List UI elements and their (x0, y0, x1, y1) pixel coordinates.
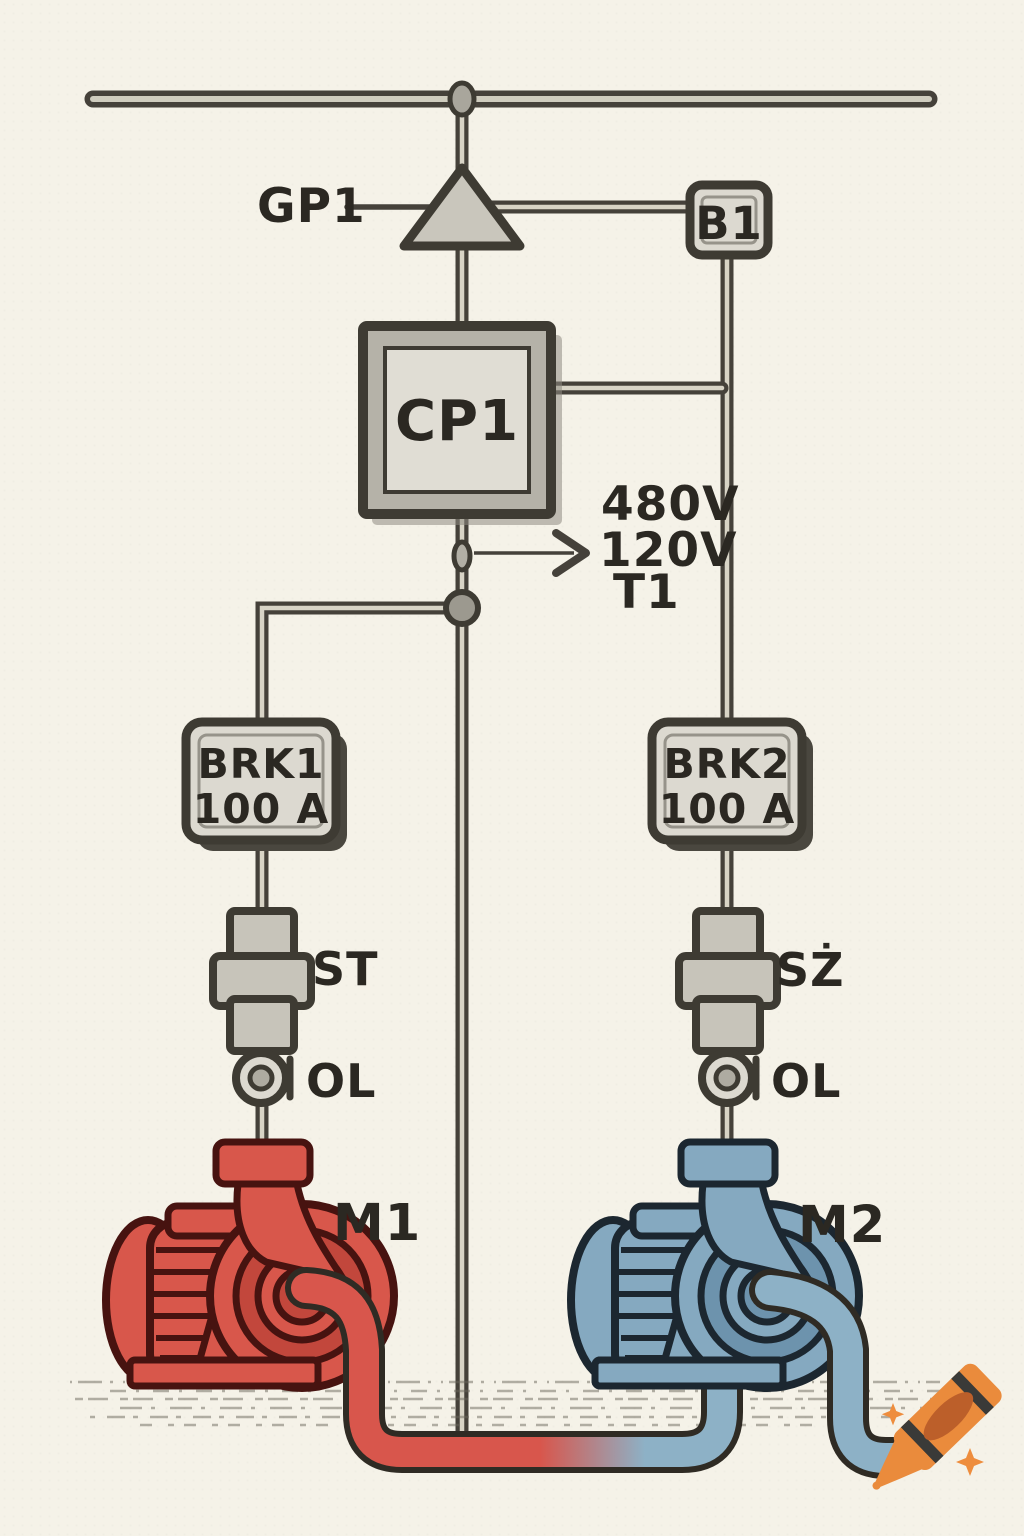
brk1-name-label: BRK1 (197, 740, 324, 788)
xfmr-primary-label: 480V (601, 477, 739, 532)
starter1-label: ST (312, 942, 379, 996)
discharge-pipe-m2 (749, 1269, 914, 1479)
sparkle-icon (956, 1448, 984, 1476)
ol1-label: OL (306, 1054, 376, 1108)
xfmr-name-label: T1 (613, 565, 680, 620)
text-labels: GP1 B1 CP1 480V 120V T1 BRK1 100 A BRK2 … (193, 179, 886, 1255)
overload2-symbol (698, 1049, 760, 1107)
discharge-pipe-m1-to-m2 (285, 1267, 743, 1473)
branch-to-brk1-wire (255, 601, 469, 735)
starter1-symbol (209, 907, 315, 1055)
xfmr-secondary-label: 120V (599, 523, 737, 578)
tap-node-icon (451, 539, 473, 573)
starter2-label: SŻ (776, 943, 844, 997)
crayon-icon (872, 1363, 1002, 1490)
overload1-symbol (232, 1049, 294, 1107)
ground-hatching (70, 1380, 990, 1427)
inlet-flange (677, 1138, 779, 1188)
pump-m2-icon (567, 1138, 863, 1392)
brk2-rating-label: 100 A (659, 785, 796, 833)
gp1-label: GP1 (257, 179, 366, 234)
brk1-rating-label: 100 A (193, 785, 330, 833)
cp1-label: CP1 (395, 389, 519, 454)
b1-box (685, 180, 773, 260)
m2-label: M2 (798, 1196, 886, 1255)
inlet-flange (212, 1138, 314, 1188)
cp1-box (358, 321, 562, 525)
m1-label: M1 (333, 1194, 421, 1253)
arrow-right-icon (474, 529, 590, 577)
starter2-symbol (675, 907, 781, 1055)
ground-triangle-icon (399, 163, 525, 251)
brk1-box (181, 717, 347, 851)
base-plate (126, 1356, 322, 1390)
crayon-watermark (872, 1363, 1002, 1490)
b1-label: B1 (695, 197, 763, 250)
junction-node-icon (443, 589, 481, 627)
sparkle-icon (881, 1403, 905, 1426)
junction-node-icon (447, 80, 477, 118)
brk2-box (647, 717, 813, 851)
wiring (84, 90, 938, 1443)
ol2-label: OL (771, 1054, 841, 1108)
brk2-name-label: BRK2 (663, 740, 790, 788)
base-plate-overlay (591, 1356, 787, 1390)
